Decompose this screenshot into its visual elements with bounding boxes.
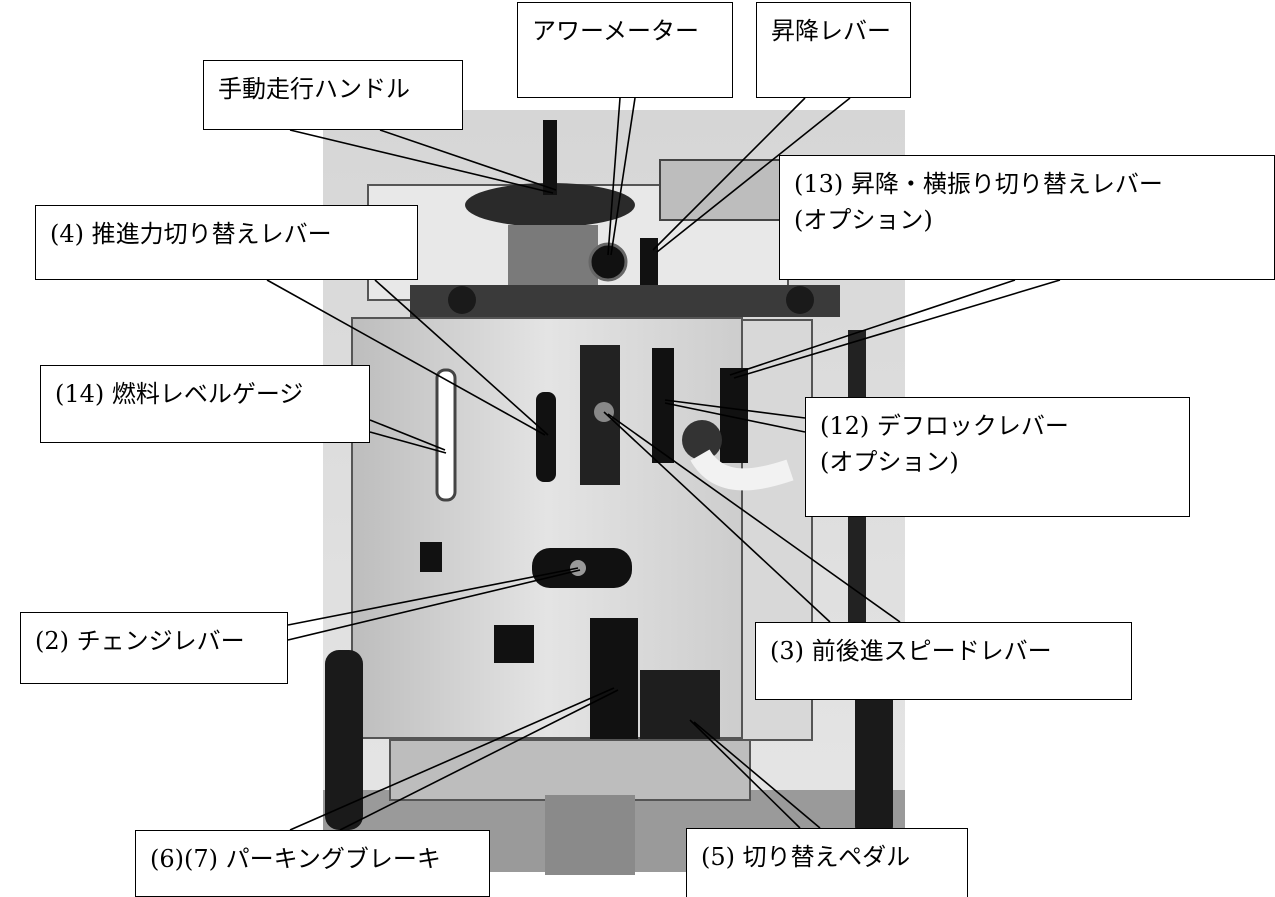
callout-thrust-lever: (4) 推進力切り替えレバー — [35, 205, 418, 280]
fuel-gauge-tube — [435, 368, 457, 502]
hose — [690, 448, 794, 491]
crossbar — [410, 285, 840, 317]
label-lift-lever: 昇降レバー — [771, 17, 891, 45]
label-hour-meter: アワーメーター — [532, 17, 700, 45]
label-thrust-lever: (4) 推進力切り替えレバー — [50, 220, 332, 248]
wheel-right — [855, 660, 893, 840]
label-fuel-gauge: (14) 燃料レベルゲージ — [55, 380, 304, 408]
label-manual-handle: 手動走行ハンドル — [218, 75, 410, 103]
leader-lift-swing-lever-2 — [733, 279, 1061, 379]
main-body — [351, 317, 743, 739]
callout-fuel-gauge: (14) 燃料レベルゲージ — [40, 365, 370, 443]
parking-brake-housing — [590, 618, 638, 748]
leader-thrust-lever-2 — [374, 279, 549, 436]
leader-switch-pedal-2 — [693, 721, 821, 829]
callout-lift-swing-lever: (13) 昇降・横振り切り替えレバー (オプション) — [779, 155, 1275, 280]
thrust-lever-slot — [536, 392, 556, 482]
label-lift-swing-lever: (13) 昇降・横振り切り替えレバー — [794, 170, 1163, 198]
crossbar-knob-left — [448, 286, 476, 314]
callout-parking-brake: (6)(7) パーキングブレーキ — [135, 830, 490, 897]
callout-speed-lever: (3) 前後進スピードレバー — [755, 622, 1132, 700]
label-lift-swing-lever-option: (オプション) — [794, 206, 933, 234]
callout-change-lever-text: (2) チェンジレバー — [20, 612, 288, 684]
leader-speed-lever — [603, 411, 831, 623]
leader-deflock-lever — [664, 399, 806, 419]
leader-parking-brake-2 — [339, 689, 619, 831]
wheel-left — [325, 650, 363, 830]
leader-thrust-lever — [266, 279, 546, 436]
callout-deflock-lever: (12) デフロックレバー (オプション) — [805, 397, 1190, 517]
callout-hour-meter: アワーメーター — [517, 2, 733, 98]
label-parking-brake: (6)(7) パーキングブレーキ — [150, 845, 441, 873]
leader-parking-brake — [289, 687, 615, 831]
handle-wheel — [465, 183, 635, 227]
hose-port — [682, 420, 722, 460]
crossbar-knob-right — [786, 286, 814, 314]
deflock-lever-slot — [652, 348, 674, 463]
leader-fuel-gauge-2 — [369, 431, 447, 454]
leader-speed-lever-2 — [607, 413, 901, 623]
leader-fuel-gauge — [369, 419, 446, 451]
leader-manual-handle-2 — [379, 129, 557, 191]
leader-lift-lever — [652, 97, 806, 251]
label-deflock-lever: (12) デフロックレバー — [820, 412, 1069, 440]
leader-manual-handle — [289, 129, 554, 194]
label-change-lever: (2) チェンジレバー — [35, 627, 245, 655]
small-block — [494, 625, 534, 663]
callout-switch-pedal: (5) 切り替えペダル — [686, 828, 968, 897]
leader-lift-lever-2 — [656, 97, 851, 253]
small-window — [420, 542, 442, 572]
label-speed-lever: (3) 前後進スピードレバー — [770, 637, 1052, 665]
leader-switch-pedal — [689, 719, 801, 829]
hour-meter-dial — [588, 242, 628, 282]
leader-deflock-lever-2 — [664, 402, 806, 433]
leader-lift-swing-lever — [729, 279, 1016, 376]
switch-pedal — [640, 670, 720, 740]
label-switch-pedal: (5) 切り替えペダル — [701, 843, 911, 871]
label-deflock-lever-option: (オプション) — [820, 448, 959, 476]
handle-grip — [543, 120, 557, 195]
leader-change-lever — [287, 567, 579, 626]
leader-change-lever-2 — [287, 569, 581, 641]
handle-column — [508, 225, 598, 285]
leader-hour-meter-2 — [610, 97, 636, 256]
gear-housing — [545, 795, 635, 875]
leader-hour-meter — [607, 97, 621, 256]
callout-lift-lever: 昇降レバー — [756, 2, 911, 98]
callout-manual-handle: 手動走行ハンドル — [203, 60, 463, 130]
bottom-skirt — [389, 739, 751, 801]
